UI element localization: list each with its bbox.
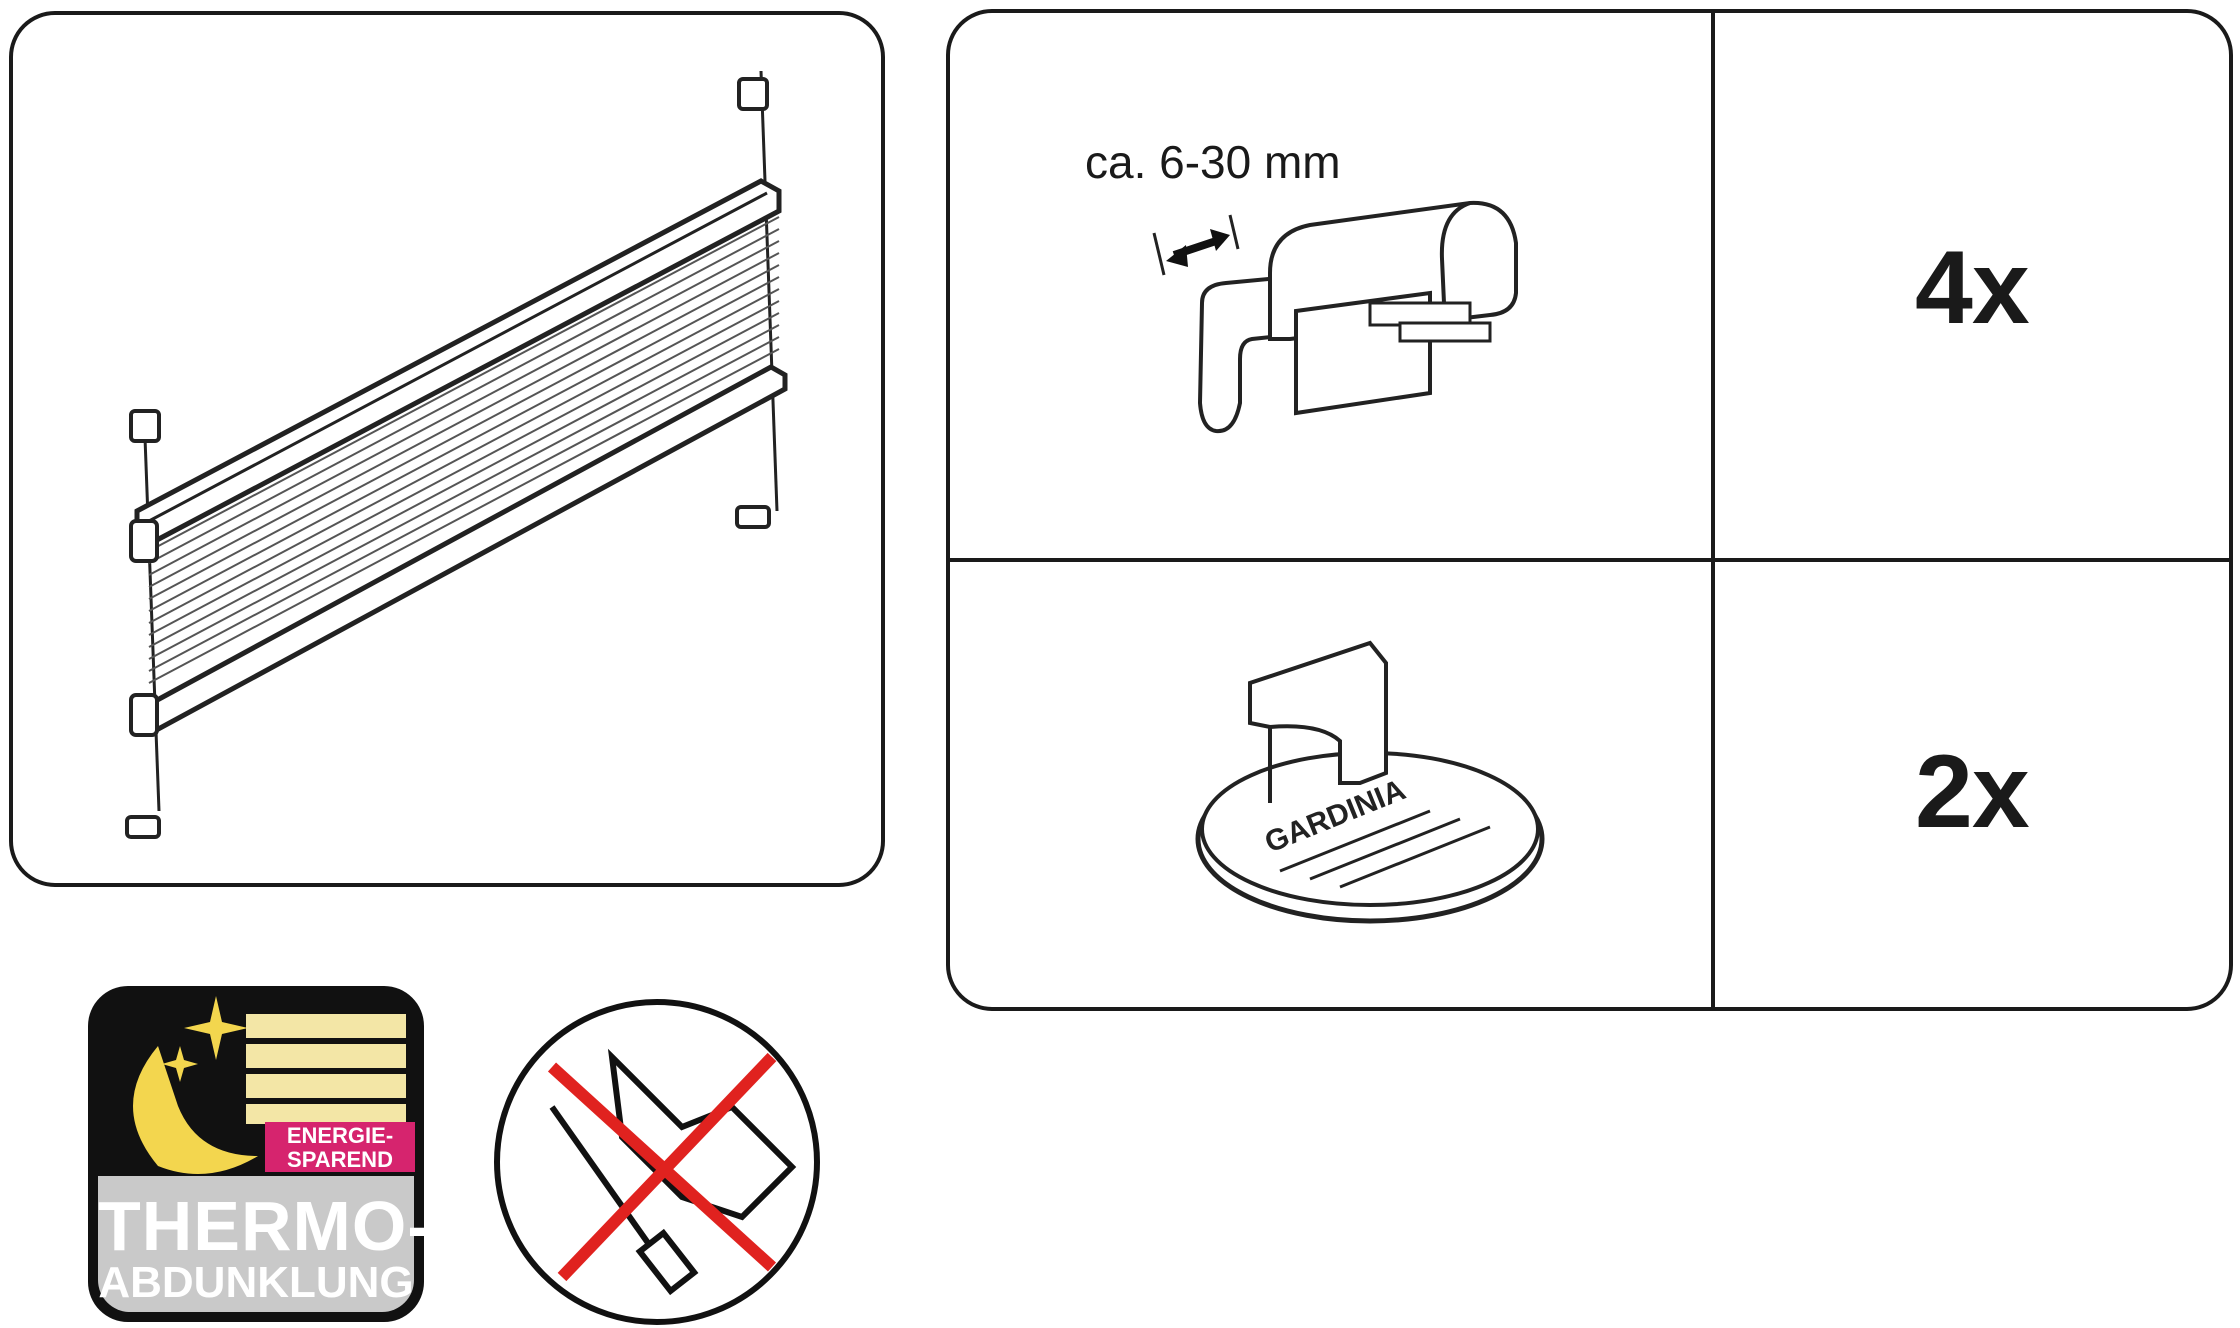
thermo-badge: ENERGIE- SPAREND THERMO- ABDUNKLUNG: [88, 986, 424, 1322]
clip-holder-illustration: GARDINIA: [1195, 640, 1545, 924]
moon-stars-icon: [133, 996, 406, 1174]
product-illustration-panel: [9, 11, 885, 887]
badge-title-line1: THERMO-: [98, 1187, 424, 1265]
quantity-clamp-bracket: 4x: [1915, 230, 2030, 346]
energy-tag-line2: SPAREND: [287, 1147, 393, 1172]
clamp-bracket-illustration: [1152, 200, 1518, 434]
clamp-range-label: ca. 6-30 mm: [1085, 136, 1341, 188]
no-drilling-icon: [494, 999, 820, 1325]
parts-table: ca. 6-30 mm 4x GARDINIA 2x: [946, 9, 2233, 1011]
table-row-divider: [950, 558, 2229, 562]
quantity-clip-holder: 2x: [1915, 734, 2030, 850]
pleated-blind-illustration: [125, 70, 788, 839]
badge-title-line2: ABDUNKLUNG: [98, 1258, 414, 1307]
table-column-divider: [1711, 13, 1715, 1007]
badge-title-area: THERMO- ABDUNKLUNG: [98, 1176, 424, 1312]
energy-saving-tag: ENERGIE- SPAREND: [265, 1122, 415, 1172]
energy-tag-line1: ENERGIE-: [286, 1123, 394, 1148]
